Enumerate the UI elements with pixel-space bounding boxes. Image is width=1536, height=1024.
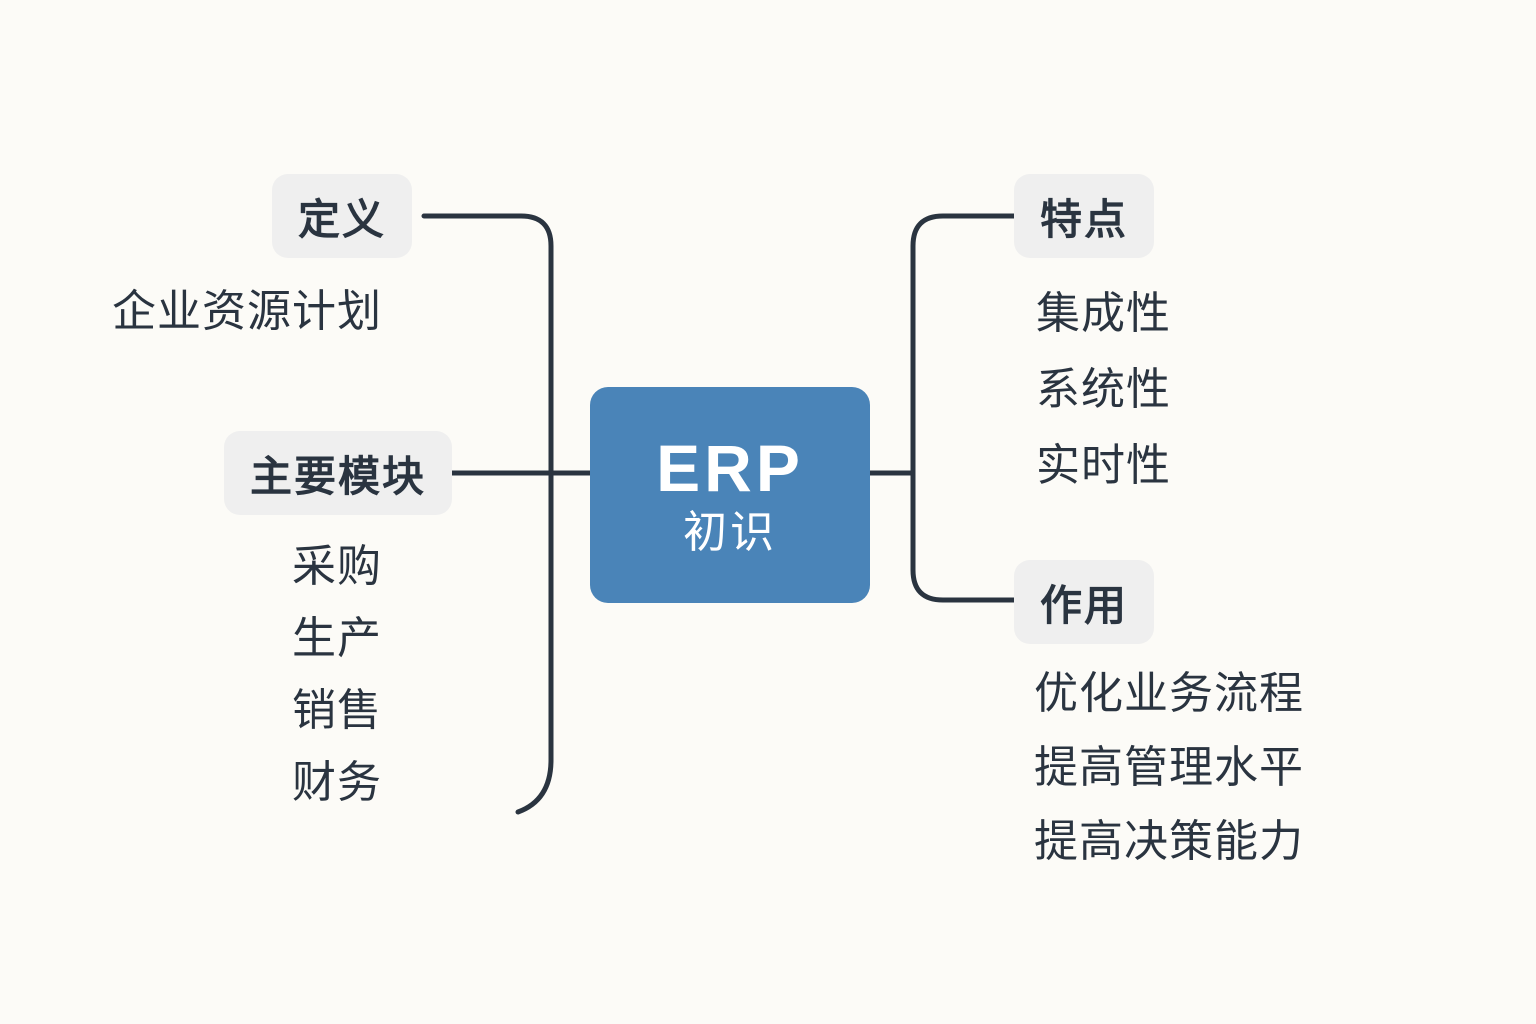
central-node[interactable]: ERP 初识 [590, 387, 870, 603]
branch-items-definition: 企业资源计划 [112, 290, 382, 334]
leaf-item[interactable]: 集成性 [1036, 289, 1171, 338]
branch-items-features: 集成性 系统性 实时性 [1036, 292, 1171, 488]
branch-label-features[interactable]: 特点 [1014, 174, 1155, 258]
branch-label-definition[interactable]: 定义 [272, 174, 413, 258]
leaf-item[interactable]: 系统性 [1036, 365, 1171, 414]
leaf-item[interactable]: 销售 [292, 686, 382, 735]
branch-items-modules: 采购 生产 销售 财务 [292, 545, 382, 805]
leaf-item[interactable]: 提高管理水平 [1034, 743, 1304, 792]
branch-label-roles[interactable]: 作用 [1014, 560, 1155, 644]
branch-items-roles: 优化业务流程 提高管理水平 提高决策能力 [1034, 672, 1304, 864]
leaf-item[interactable]: 实时性 [1036, 441, 1171, 490]
central-node-title: ERP [656, 431, 804, 505]
connector-right-spine [910, 213, 1017, 603]
branch-label-modules[interactable]: 主要模块 [224, 431, 453, 515]
leaf-item[interactable]: 优化业务流程 [1034, 669, 1304, 718]
leaf-item[interactable]: 提高决策能力 [1034, 817, 1304, 866]
connector-left-spine [421, 213, 554, 815]
leaf-item[interactable]: 企业资源计划 [112, 287, 382, 336]
leaf-item[interactable]: 生产 [292, 614, 382, 663]
leaf-item[interactable]: 采购 [292, 542, 382, 591]
central-node-subtitle: 初识 [683, 508, 777, 557]
leaf-item[interactable]: 财务 [292, 758, 382, 807]
